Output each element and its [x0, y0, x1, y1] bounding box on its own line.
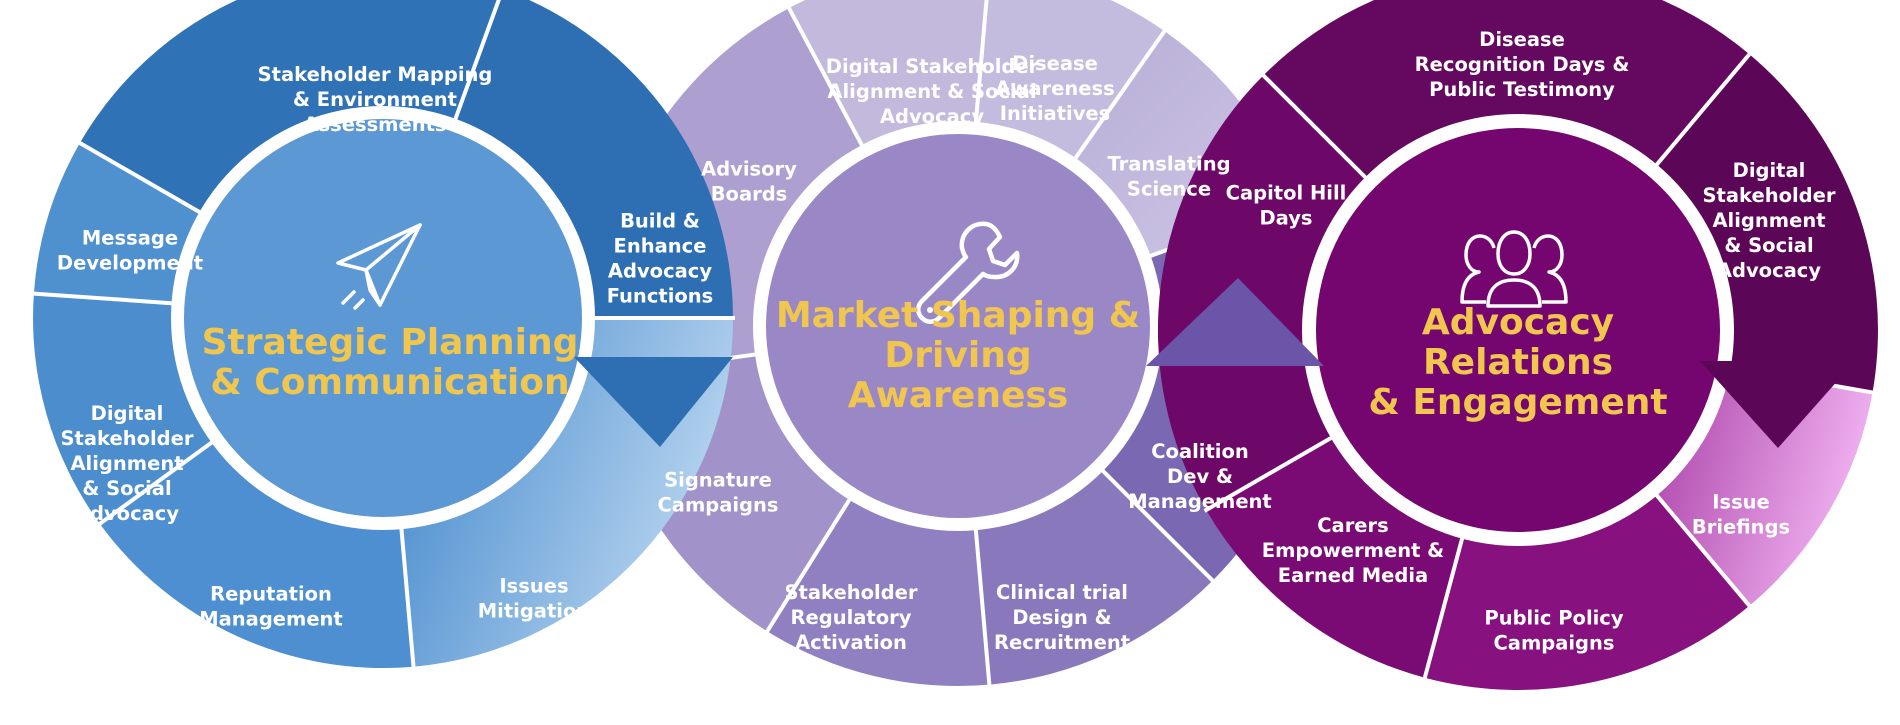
- segment-digital-stakeholder: [1652, 54, 1878, 393]
- hub-strategic-planning: [184, 119, 582, 517]
- segment-divider: [786, 5, 868, 154]
- segment-divider: [31, 291, 181, 306]
- people-group-icon: [1460, 230, 1568, 308]
- segment-divider: [77, 140, 209, 219]
- segment-clinical-trial-design: [975, 466, 1213, 685]
- segment-divider: [1422, 529, 1467, 681]
- segment-divider: [398, 520, 416, 669]
- segment-stakeholder-regulatory-activation: [767, 493, 990, 686]
- hub-advocacy-relations: [1316, 128, 1720, 532]
- segment-divider: [1260, 72, 1374, 186]
- wheel-advocacy-relations: [1157, 0, 1878, 690]
- segment-divider: [1095, 463, 1216, 584]
- segment-divider: [1068, 28, 1168, 167]
- arrow-advocacy-down: [1700, 361, 1855, 448]
- segment-divider: [97, 435, 220, 527]
- arrow-market-to-advocacy: [1146, 278, 1324, 366]
- wrench-icon: [916, 221, 1020, 324]
- paper-plane-icon: [336, 223, 422, 310]
- hub-market-shaping: [766, 134, 1150, 518]
- segment-digital-stakeholder-alignment: [789, 0, 987, 152]
- segment-build-enhance-advocacy: [453, 0, 733, 318]
- segment-divider: [973, 0, 989, 131]
- segment-divider: [973, 521, 992, 687]
- segment-divider: [450, 0, 501, 128]
- arrow-strategic-to-market: [574, 357, 733, 447]
- segment-disease-recognition-days: [1263, 0, 1750, 183]
- wheel-strategic-planning: [31, 0, 735, 669]
- segment-divider: [1649, 51, 1753, 173]
- segment-reputation-management: [99, 438, 414, 669]
- segment-divider: [1203, 431, 1340, 513]
- segment-carers-empowerment: [1206, 434, 1464, 678]
- segment-disease-awareness-initiatives: [975, 0, 1165, 164]
- segment-message-development: [33, 143, 206, 304]
- segment-stakeholder-mapping: [79, 0, 499, 216]
- segment-divider: [1649, 487, 1753, 609]
- segment-digital-stakeholder: [33, 293, 218, 524]
- hub-title: Strategic Planning& Communication: [202, 322, 579, 403]
- segment-divider: [764, 491, 856, 635]
